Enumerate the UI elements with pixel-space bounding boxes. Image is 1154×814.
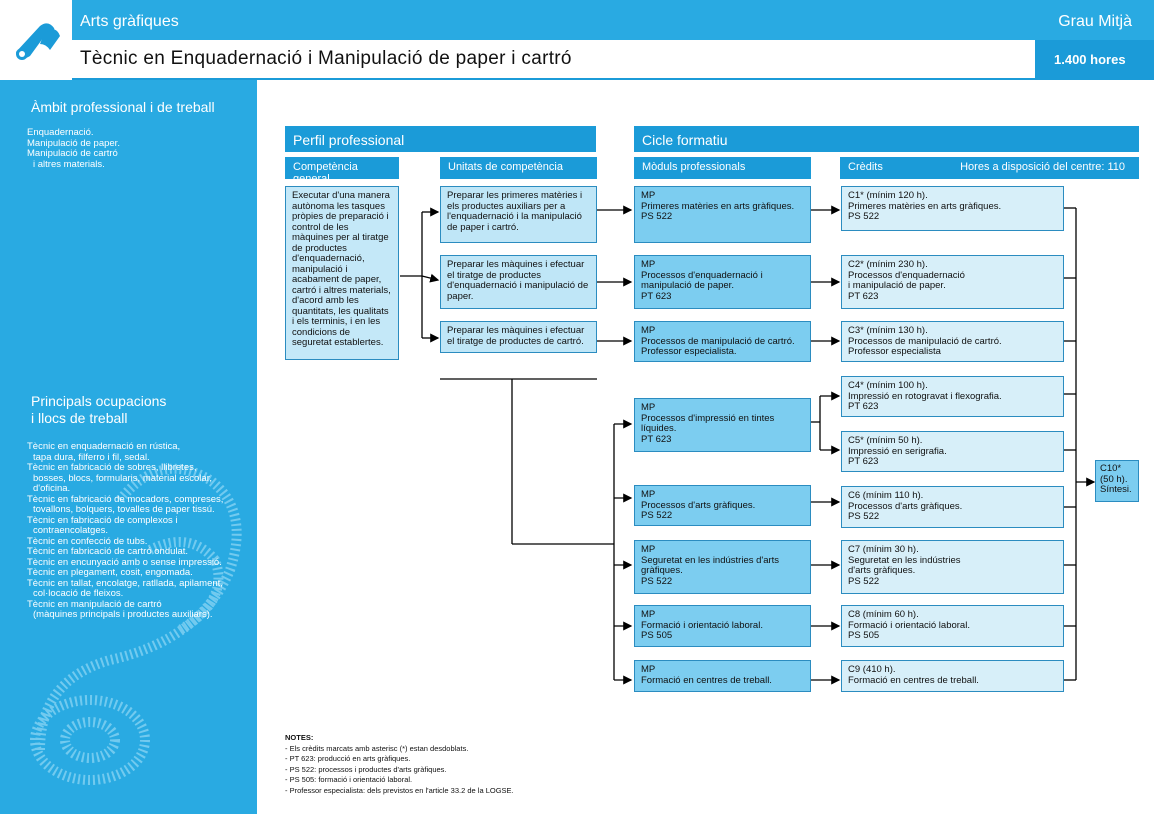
note-item: - PS 505: formació i orientació laboral. [285, 775, 514, 786]
competence-unit: Preparar les màquines i efectuar el tira… [440, 321, 597, 353]
credit-box: C9 (410 h). Formació en centres de treba… [841, 660, 1064, 692]
module-box: MP Primeres matèries en arts gràfiques. … [634, 186, 811, 243]
cycle-header: Cicle formatiu [634, 126, 1139, 152]
center-hours-label: Hores a disposició del centre: 110 [960, 161, 1125, 173]
credit-box: C7 (mínim 30 h). Seguretat en les indúst… [841, 540, 1064, 594]
note-item: - PT 623: producció en arts gràfiques. [285, 754, 514, 765]
competence-unit: Preparar les primeres matèries i els pro… [440, 186, 597, 243]
credit-box: C2* (mínim 230 h). Processos d'enquadern… [841, 255, 1064, 309]
competence-units-label: Unitats de competència [440, 157, 597, 179]
credit-box: C3* (mínim 130 h). Processos de manipula… [841, 321, 1064, 362]
note-item: - Professor especialista: dels previstos… [285, 786, 514, 797]
credit-box: C6 (mínim 110 h). Processos d'arts gràfi… [841, 486, 1064, 528]
credits-label: Crèdits [848, 161, 883, 173]
credits-header: Crèdits Hores a disposició del centre: 1… [840, 157, 1139, 179]
credit-box: C4* (mínim 100 h). Impressió en rotograv… [841, 376, 1064, 417]
modules-label: Mòduls professionals [634, 157, 811, 179]
note-item: - Els crèdits marcats amb asterisc (*) e… [285, 744, 514, 755]
notes-list: - Els crèdits marcats amb asterisc (*) e… [285, 744, 514, 797]
module-box: MP Processos de manipulació de cartró. P… [634, 321, 811, 362]
credit-box: C1* (mínim 120 h). Primeres matèries en … [841, 186, 1064, 231]
module-box: MP Formació i orientació laboral. PS 505 [634, 605, 811, 647]
module-box: MP Processos d'enquadernació i manipulac… [634, 255, 811, 309]
module-box: MP Seguretat en les indústries d'arts gr… [634, 540, 811, 594]
note-item: - PS 522: processos i productes d'arts g… [285, 765, 514, 776]
credit-box: C8 (mínim 60 h). Formació i orientació l… [841, 605, 1064, 647]
competence-unit: Preparar les màquines i efectuar el tira… [440, 255, 597, 309]
notes-title: NOTES: [285, 733, 514, 744]
general-competence-label: Competència general [285, 157, 399, 179]
module-box: MP Processos d'impressió en tintes líqui… [634, 398, 811, 452]
general-competence-box: Executar d'una manera autònoma les tasqu… [285, 186, 399, 360]
module-box: MP Processos d'arts gràfiques. PS 522 [634, 485, 811, 526]
notes: NOTES: - Els crèdits marcats amb asteris… [285, 733, 514, 796]
profile-header: Perfil professional [285, 126, 596, 152]
synthesis-credit-box: C10* (50 h). Síntesi. [1095, 460, 1139, 502]
credit-box: C5* (mínim 50 h). Impressió en serigrafi… [841, 431, 1064, 472]
module-box: MP Formació en centres de treball. [634, 660, 811, 692]
